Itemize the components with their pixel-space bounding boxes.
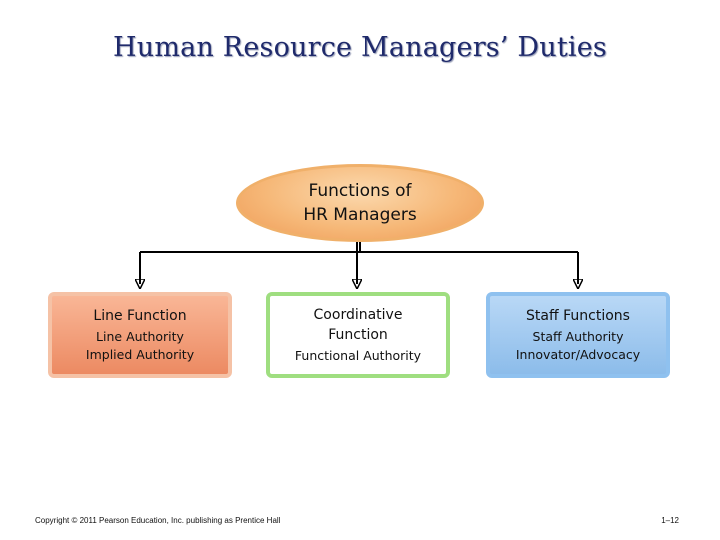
page-title: Human Resource Managers’ Duties <box>113 32 607 63</box>
innovator-advocacy-item: Innovator/Advocacy <box>515 347 641 362</box>
functional-authority-item: Functional Authority <box>294 348 422 363</box>
root-node-line2: HR Managers <box>303 205 417 225</box>
line-function-box: Line Function Line Authority Implied Aut… <box>48 292 232 378</box>
staff-authority-item: Staff Authority <box>532 329 624 344</box>
implied-authority-item: Implied Authority <box>85 347 195 362</box>
staff-functions-box: Staff Functions Staff Authority Innovato… <box>486 292 670 378</box>
root-node-line1: Functions of <box>308 181 412 201</box>
page-number: 1–12 <box>661 516 679 525</box>
coordinative-function-heading-line2: Function <box>328 327 388 343</box>
root-node-functions-of-hr-managers: Functions of HR Managers <box>236 164 484 242</box>
coordinative-function-heading-line1: Coordinative <box>313 307 403 323</box>
line-function-heading: Line Function <box>93 308 187 324</box>
staff-functions-heading: Staff Functions <box>526 308 630 324</box>
coordinative-function-box: Coordinative Function Functional Authori… <box>266 292 450 378</box>
line-authority-item: Line Authority <box>96 329 184 344</box>
copyright-footer: Copyright © 2011 Pearson Education, Inc.… <box>35 516 281 525</box>
